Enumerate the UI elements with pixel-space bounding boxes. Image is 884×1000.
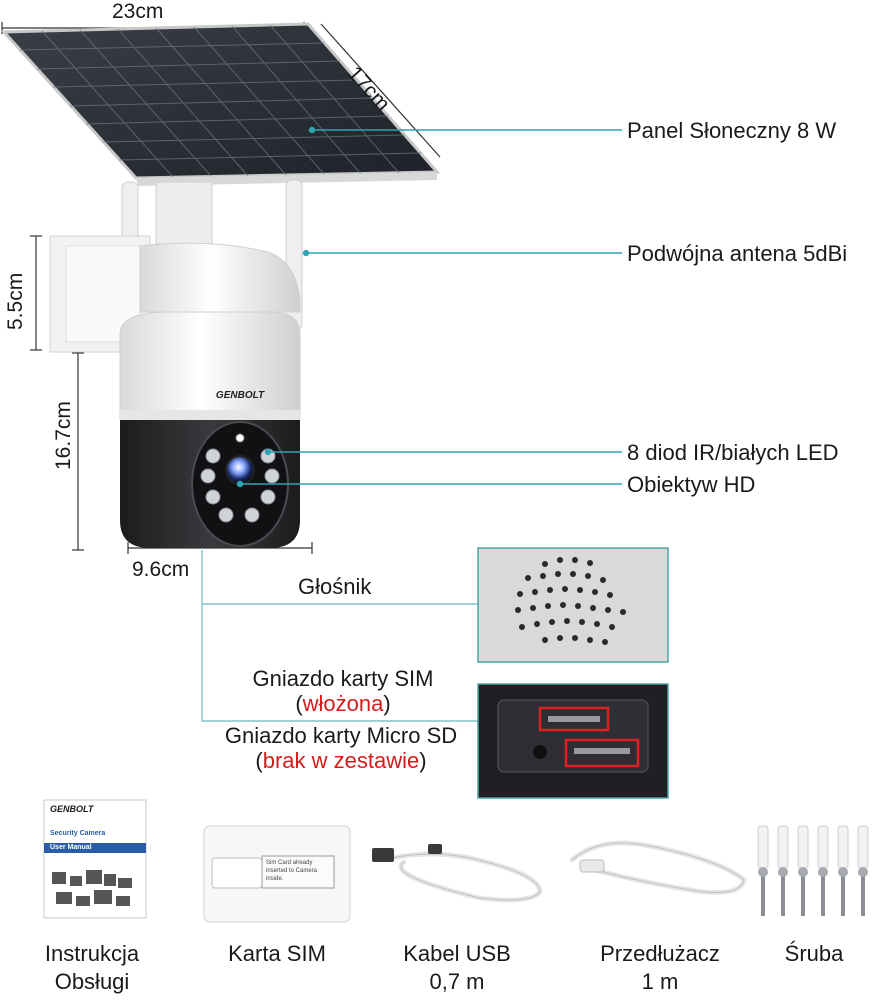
accessory-label-line1: Karta SIM bbox=[228, 941, 326, 966]
manual-line1: Security Camera bbox=[50, 830, 106, 837]
callout-lens: Obiektyw HD bbox=[627, 472, 756, 497]
port-sd-status-line: (brak w zestawie) bbox=[255, 748, 427, 774]
accessory-label-usb: Kabel USB 0,7 m bbox=[382, 940, 532, 995]
accessory-label-line1: Instrukcja bbox=[44, 941, 140, 966]
camera-brand-text: GENBOLT bbox=[216, 390, 265, 401]
speaker-thumbnail bbox=[477, 547, 669, 663]
port-sd-title: Gniazdo karty Micro SD bbox=[224, 723, 458, 748]
screws-anchors bbox=[757, 825, 869, 916]
accessory-label-line1: Przedłużacz bbox=[600, 941, 720, 966]
callout-antenna: Podwójna antena 5dBi bbox=[627, 241, 848, 266]
accessory-label-sim: Karta SIM bbox=[206, 940, 348, 968]
accessory-label-line1: Kabel USB bbox=[403, 941, 511, 966]
port-sim-title: Gniazdo karty SIM bbox=[252, 666, 434, 691]
usb-cable bbox=[372, 844, 543, 903]
dim-panel-width: 23cm bbox=[112, 0, 164, 23]
leader-lines bbox=[201, 126, 622, 722]
dim-body-height: 16.7cm bbox=[52, 401, 75, 470]
accessory-label-line2: 0,7 m bbox=[429, 968, 485, 994]
port-sd-status: brak w zestawie bbox=[262, 748, 420, 774]
camera-body bbox=[119, 311, 301, 548]
port-sim-label: Gniazdo karty SIM (włożona) bbox=[228, 666, 458, 717]
accessory-label-manual: Instrukcja Obsługi bbox=[42, 940, 142, 995]
accessory-label-screw: Śruba bbox=[754, 940, 874, 968]
callout-solar-panel: Panel Słoneczny 8 W bbox=[627, 118, 837, 143]
camera-upper-column bbox=[139, 181, 301, 313]
port-speaker-label: Głośnik bbox=[298, 574, 372, 599]
manual-brand: GENBOLT bbox=[50, 804, 94, 814]
callout-leds: 8 diod IR/białych LED bbox=[627, 440, 839, 465]
accessory-label-line1: Śruba bbox=[784, 941, 844, 966]
hd-lens bbox=[225, 455, 255, 485]
dim-mount-height: 5.5cm bbox=[4, 272, 27, 330]
port-sd-label: Gniazdo karty Micro SD (brak w zestawie) bbox=[196, 723, 486, 774]
port-sim-status: włożona bbox=[302, 691, 384, 717]
accessory-label-line2: Obsługi bbox=[54, 968, 130, 994]
sim-card-text: Sim Card already inserted to Camera insi… bbox=[266, 860, 318, 882]
port-sim-status-line: (włożona) bbox=[295, 691, 391, 717]
manual-booklet bbox=[43, 799, 147, 919]
manual-line2: User Manual bbox=[50, 844, 92, 851]
accessory-label-extension: Przedłużacz 1 m bbox=[574, 940, 746, 995]
ir-leds bbox=[200, 433, 280, 523]
sim-card bbox=[203, 825, 351, 923]
dim-body-width: 9.6cm bbox=[132, 558, 190, 581]
sim-sd-thumbnail bbox=[477, 683, 669, 799]
extension-cable bbox=[569, 840, 747, 895]
accessory-label-line2: 1 m bbox=[641, 968, 679, 994]
